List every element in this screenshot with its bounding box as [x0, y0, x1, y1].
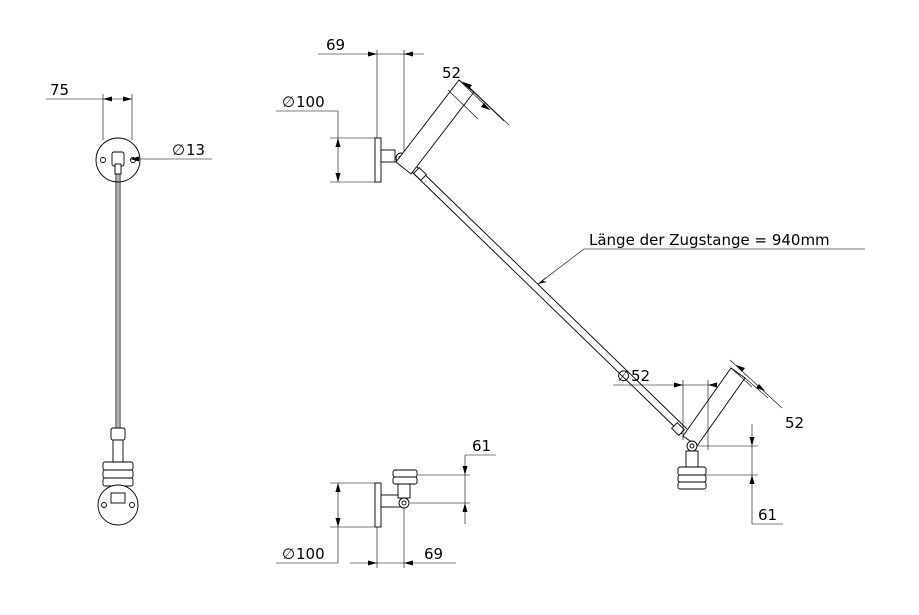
side-view — [374, 79, 746, 490]
side-rod-edge-a — [411, 171, 683, 435]
side-lower-tube — [682, 367, 746, 447]
dim-bottom-plate-dia-label: 100 — [296, 545, 325, 563]
side-top-plate — [374, 137, 382, 183]
side-rod-top-joint — [412, 167, 428, 181]
dim-lower-dia-symbol: ∅ — [617, 367, 630, 385]
side-lower-pivot-pin — [689, 443, 695, 449]
front-bottom-screw-left — [101, 502, 107, 508]
dim-bottom-offset-label: 69 — [424, 545, 443, 563]
bottom-view — [374, 469, 418, 528]
dim-lower-tube-label: 52 — [785, 414, 804, 432]
dim-front-width: 75 — [46, 81, 133, 140]
dim-lower-dia: ∅ 52 — [613, 367, 717, 450]
side-top-mount — [380, 149, 396, 163]
front-lower-disc-1 — [102, 461, 134, 471]
bottom-pivot-pin — [401, 500, 407, 506]
front-view — [95, 137, 141, 526]
dim-rod-length-label: Länge der Zugstange = 940mm — [589, 231, 830, 249]
dim-front-width-label: 75 — [50, 81, 69, 99]
front-bottom-bracket — [110, 492, 126, 504]
side-lower-disc-1 — [677, 466, 707, 476]
dim-bottom-offset: 69 — [350, 508, 456, 568]
dim-top-plate-dia-symbol: ∅ — [282, 93, 295, 111]
dim-front-rod-dia-symbol: ∅ — [172, 141, 185, 159]
side-lower-disc-2 — [677, 474, 707, 483]
side-top-tube — [395, 79, 475, 175]
dim-lower-tube: 52 — [729, 359, 804, 432]
dim-front-rod-dia-label: 13 — [186, 141, 205, 159]
bottom-disc-1 — [392, 469, 418, 478]
dim-lower-dia-label: 52 — [631, 367, 650, 385]
dim-bottom-height: 61 — [410, 437, 496, 524]
dim-bottom-height-label: 61 — [472, 437, 491, 455]
side-lower-stem — [685, 450, 699, 468]
dim-rod-length: Länge der Zugstange = 940mm — [537, 231, 865, 285]
dim-front-rod-dia: ∅ 13 — [130, 141, 212, 162]
dim-lower-height: 61 — [698, 424, 783, 525]
dim-top-offset-label: 69 — [326, 36, 345, 54]
front-top-screw-left — [100, 157, 106, 163]
side-lower-disc-3 — [677, 481, 707, 490]
front-top-clevis — [114, 163, 122, 175]
bottom-disc-2 — [392, 476, 418, 485]
dim-bottom-plate-dia-symbol: ∅ — [282, 545, 295, 563]
front-lower-disc-2 — [102, 469, 134, 479]
bottom-plate — [374, 482, 382, 528]
dim-bottom-plate-dia: ∅ 100 — [276, 482, 375, 564]
front-bottom-screw-right — [129, 502, 135, 508]
dim-top-plate-dia-label: 100 — [296, 93, 325, 111]
front-bottom-plate — [97, 484, 139, 526]
front-lower-clevis — [110, 427, 126, 441]
side-rod-bottom-joint — [670, 422, 686, 436]
side-rod-edge-b — [416, 166, 688, 430]
dim-top-tube-label: 52 — [442, 64, 461, 82]
dim-top-plate-dia: ∅ 100 — [276, 93, 375, 183]
dim-lower-height-label: 61 — [758, 506, 777, 524]
dim-top-tube: 52 — [442, 64, 510, 126]
front-lower-tube — [112, 439, 124, 463]
dim-top-offset: 69 — [318, 36, 424, 152]
